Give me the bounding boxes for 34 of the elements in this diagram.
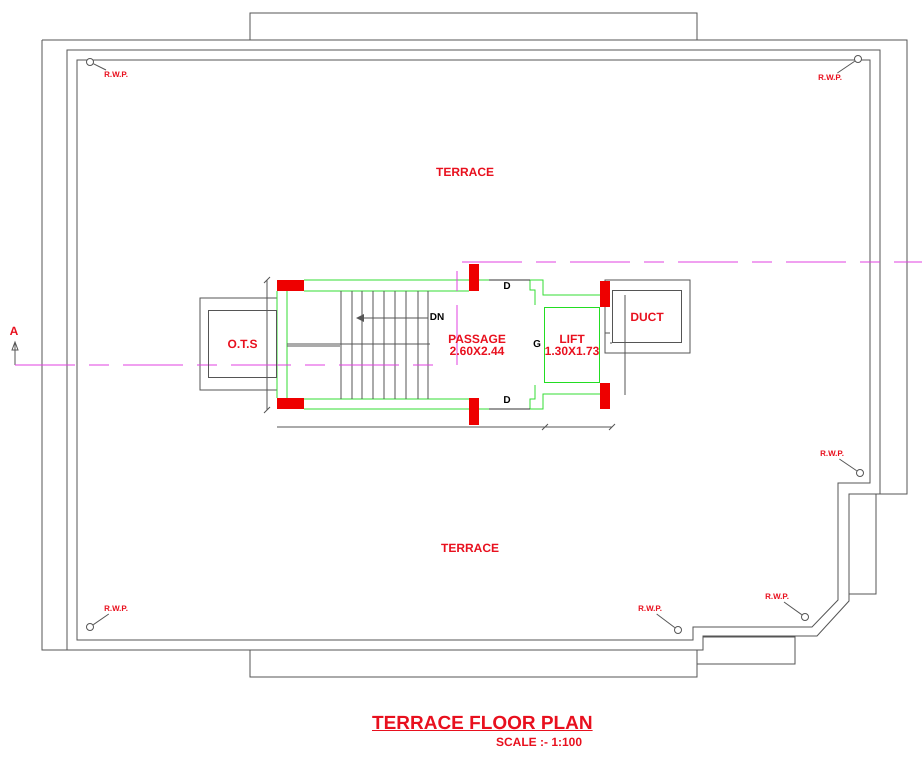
room-outline	[612, 290, 682, 343]
plan-label: A	[10, 325, 18, 337]
leader-line	[656, 614, 676, 628]
pipe-label: R.W.P.	[638, 605, 662, 613]
plan-label: TERRACE	[441, 542, 499, 554]
room-label: DUCT	[630, 310, 664, 322]
rainwater-pipe-symbol	[86, 58, 94, 66]
rainwater-pipe-symbol	[856, 469, 864, 477]
drawing-title: TERRACE FLOOR PLAN	[372, 714, 593, 733]
leader-line	[838, 458, 858, 472]
plan-label: DN	[430, 313, 444, 323]
rainwater-pipe-symbol	[86, 623, 94, 631]
plan-label: G	[533, 340, 541, 350]
rainwater-pipe-symbol	[674, 626, 682, 634]
plan-label: D	[503, 282, 511, 292]
room-label: LIFT	[559, 333, 585, 345]
plan-label: TERRACE	[436, 166, 494, 178]
leader-line	[92, 614, 110, 626]
leader-line	[784, 602, 802, 616]
leader-line	[836, 60, 856, 74]
leader-line	[93, 63, 106, 70]
plan-label: D	[503, 396, 511, 406]
pipe-label: R.W.P.	[765, 593, 789, 601]
room-dimension: 1.30X1.73	[544, 345, 600, 357]
room-label: O.T.S	[227, 338, 258, 350]
room-outline	[544, 307, 600, 383]
pipe-label: R.W.P.	[104, 605, 128, 613]
pipe-label: R.W.P.	[104, 71, 128, 79]
rainwater-pipe-symbol	[801, 613, 809, 621]
pipe-label: R.W.P.	[820, 450, 844, 458]
scale-note: SCALE :- 1:100	[496, 736, 582, 748]
pipe-label: R.W.P.	[818, 74, 842, 82]
room-outline	[208, 310, 277, 378]
rainwater-pipe-symbol	[854, 55, 862, 63]
